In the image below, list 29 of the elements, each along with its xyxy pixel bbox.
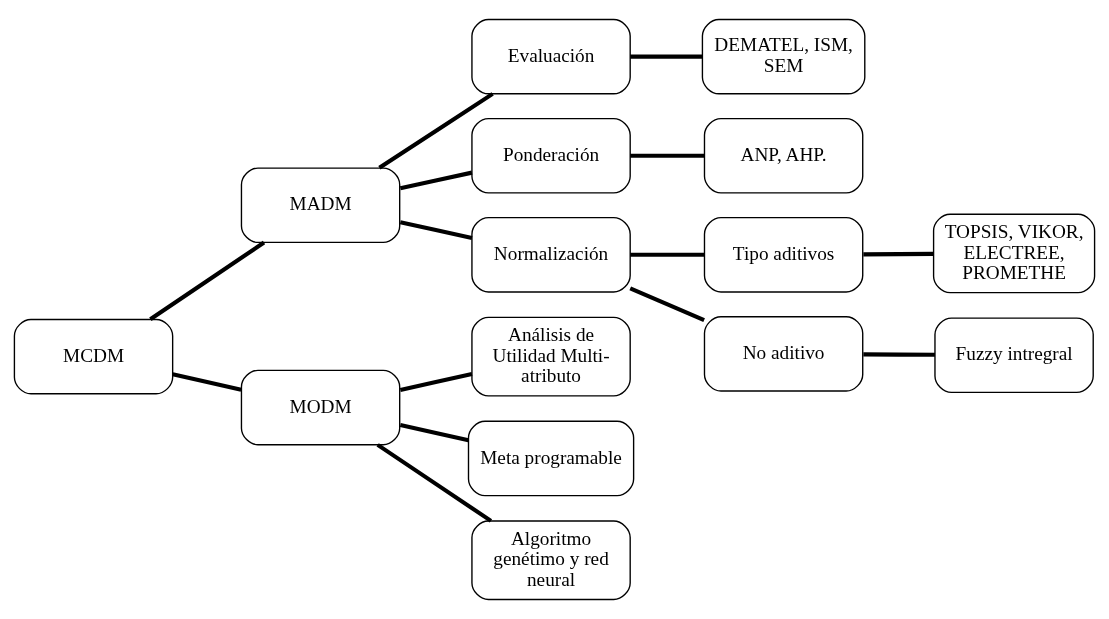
node-box: Ponderación — [471, 117, 631, 194]
node-box: Fuzzy intregral — [934, 317, 1094, 394]
connector — [399, 372, 473, 393]
connector — [378, 92, 494, 170]
connector — [399, 220, 473, 240]
connector — [399, 170, 473, 191]
connector — [630, 153, 705, 158]
node-box: MODM — [240, 369, 401, 446]
connector — [863, 251, 934, 257]
node-box: Meta programable — [467, 420, 635, 497]
connector — [149, 240, 266, 321]
connector — [399, 423, 469, 443]
connector — [630, 252, 705, 257]
node-box: ANP, AHP. — [703, 117, 864, 194]
node-box: Evaluación — [471, 18, 631, 95]
connector — [630, 54, 703, 59]
node-box: Normalización — [471, 216, 631, 293]
node-box: Análisis de Utilidad Multi-atributo — [471, 316, 631, 397]
node-box: No aditivo — [703, 316, 864, 392]
connector — [376, 443, 493, 523]
node-box: MCDM — [13, 318, 174, 395]
node-box: TOPSIS, VIKOR, ELECTREE, PROMETHE — [932, 213, 1096, 294]
connector — [863, 352, 935, 357]
connector — [172, 372, 242, 392]
connector — [629, 286, 705, 323]
node-box: MADM — [240, 167, 401, 244]
node-box: Tipo aditivos — [703, 216, 864, 293]
node-box: Algoritmo genétimo y red neural — [471, 520, 631, 601]
node-box: DEMATEL, ISM, SEM — [701, 18, 866, 95]
